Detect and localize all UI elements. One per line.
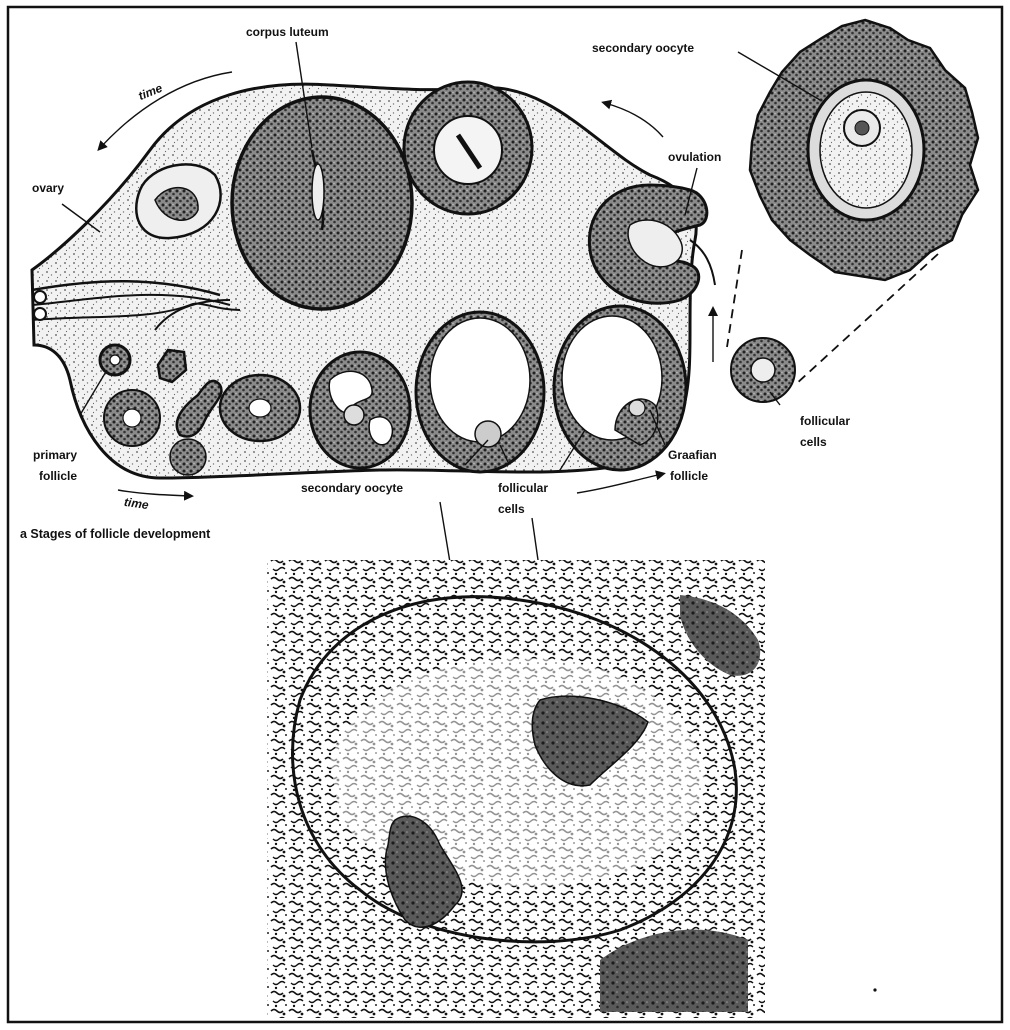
label-secondary-oocyte-bottom: secondary oocyte (301, 481, 403, 495)
label-follicular-cells-mid-1: follicular (498, 481, 548, 495)
figure-caption: a Stages of follicle development (20, 527, 211, 541)
corpus-albicans-upper (404, 82, 532, 214)
primary-follicle-3 (104, 390, 160, 446)
micrograph (267, 560, 877, 1018)
label-graafian-follicle-1: Graafian (668, 448, 717, 462)
label-ovary: ovary (32, 181, 64, 195)
secondary-follicle-2 (310, 352, 410, 468)
label-graafian-follicle-2: follicle (670, 469, 708, 483)
label-corpus-luteum: corpus luteum (246, 25, 329, 39)
time-arrow-right-upper (605, 103, 663, 137)
released-oocyte (731, 338, 795, 402)
label-follicular-cells-right-1: follicular (800, 414, 850, 428)
label-ovulation: ovulation (668, 150, 721, 164)
label-primary-follicle-2: follicle (39, 469, 77, 483)
label-secondary-oocyte-top: secondary oocyte (592, 41, 694, 55)
label-follicular-cells-mid-2: cells (498, 502, 525, 516)
primary-follicle-small-1 (100, 345, 130, 375)
label-primary-follicle-1: primary (33, 448, 77, 462)
secondary-follicle-1 (220, 375, 300, 441)
corpus-luteum (232, 97, 412, 309)
label-time-top: time (136, 81, 164, 103)
time-arrow-bottom-right (577, 474, 662, 493)
label-follicular-cells-right-2: cells (800, 435, 827, 449)
graafian-follicle (554, 306, 686, 470)
label-time-bottom: time (123, 495, 150, 512)
ovulating-follicle (589, 185, 715, 303)
enlarged-secondary-oocyte (750, 20, 978, 280)
